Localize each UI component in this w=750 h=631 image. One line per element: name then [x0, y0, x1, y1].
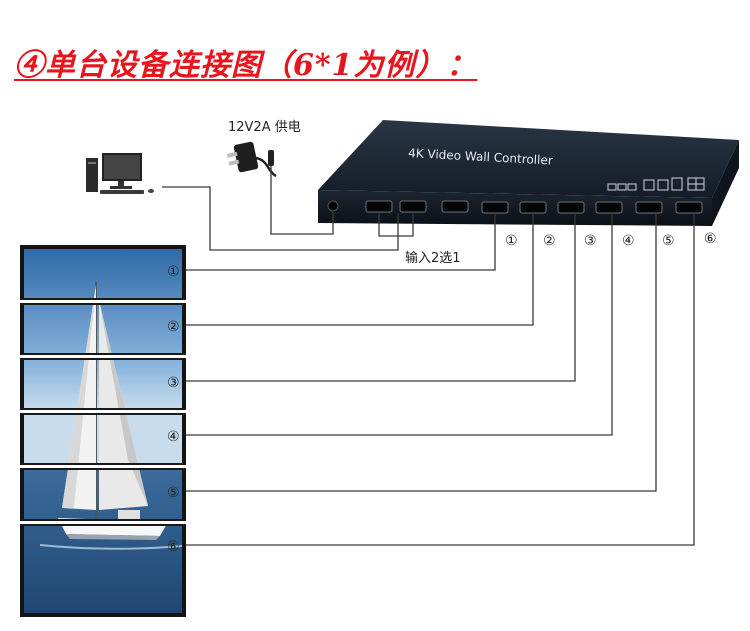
video-wall-controller: 4K Video Wall Controller	[318, 120, 739, 226]
output-marker-1: ①	[505, 233, 518, 249]
hdmi-out-2-port	[520, 202, 546, 213]
hdmi-out-1-port	[482, 202, 508, 213]
screen-marker-1: ①	[167, 264, 180, 280]
dc-power-port	[328, 201, 338, 211]
hdmi-in-1-port	[366, 201, 392, 212]
hdmi-out-6-port	[676, 202, 702, 213]
input-select-label: 输入2选1	[405, 250, 461, 266]
output-marker-3: ③	[584, 233, 597, 249]
hdmi-in-2-port	[400, 201, 426, 212]
screen-marker-2: ②	[167, 319, 180, 335]
output-marker-5: ⑤	[662, 233, 675, 249]
screen-marker-5: ⑤	[167, 485, 180, 501]
output-marker-6: ⑥	[704, 231, 717, 247]
hdmi-out-3-port	[558, 202, 584, 213]
output-marker-4: ④	[622, 233, 635, 249]
power-adapter-icon	[227, 141, 276, 176]
computer-icon	[86, 153, 154, 194]
screen-marker-4: ④	[167, 429, 180, 445]
power-label: 12V2A 供电	[228, 120, 301, 135]
hdmi-out-4-port	[596, 202, 622, 213]
video-wall	[20, 245, 186, 617]
screen-marker-3: ③	[167, 375, 180, 391]
screen-marker-6: ⑥	[167, 539, 180, 555]
output-marker-2: ②	[543, 233, 556, 249]
loop-out-port	[442, 201, 468, 212]
hdmi-out-5-port	[636, 202, 662, 213]
